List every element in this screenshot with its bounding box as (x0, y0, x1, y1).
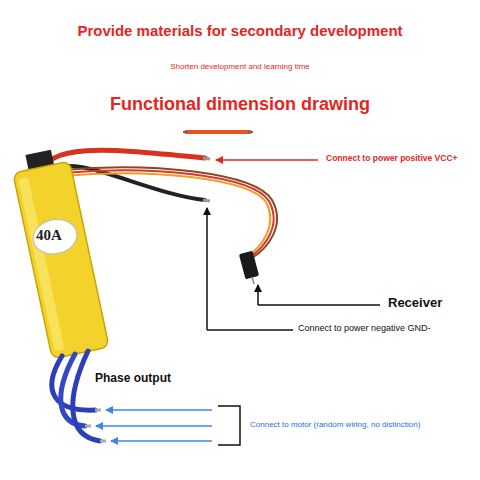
esc-rating: 40A (36, 227, 62, 244)
phase-arrow (111, 440, 212, 442)
gnd-arrow (206, 208, 208, 330)
gnd-label: Connect to power negative GND- (298, 323, 431, 333)
esc-sticker (30, 216, 80, 258)
receiver-leader (258, 304, 380, 306)
wire-tip (248, 131, 253, 133)
subtitle: Shorten development and learning time (0, 62, 480, 71)
phase-arrow (96, 425, 212, 427)
bracket (218, 406, 240, 445)
signal-wire (62, 173, 270, 256)
motor-label: Connect to motor (random wiring, no dist… (250, 420, 420, 429)
phase-arrow (106, 409, 212, 411)
wire-tip (95, 409, 101, 412)
receiver-plug (239, 251, 259, 280)
plug-pin (252, 277, 254, 284)
page-title: Provide materials for secondary developm… (0, 22, 480, 39)
wire-sample (186, 130, 250, 134)
vcc-label: Connect to power positive VCC+ (326, 154, 458, 164)
signal-wire (62, 167, 277, 258)
wire-tip (85, 425, 91, 428)
phase-output-label: Phase output (95, 372, 171, 386)
wire-tip (100, 440, 106, 443)
phase-wire (73, 351, 100, 441)
receiver-arrow (257, 285, 259, 305)
gnd-leader (207, 329, 293, 331)
esc-body (10, 146, 109, 359)
wire-tip (183, 131, 188, 133)
wire-tip (203, 200, 210, 201)
vcc-arrow (216, 159, 318, 161)
signal-wire (62, 170, 274, 257)
wire-tip (203, 158, 210, 159)
section-heading: Functional dimension drawing (0, 94, 480, 115)
receiver-label: Receiver (388, 296, 442, 311)
